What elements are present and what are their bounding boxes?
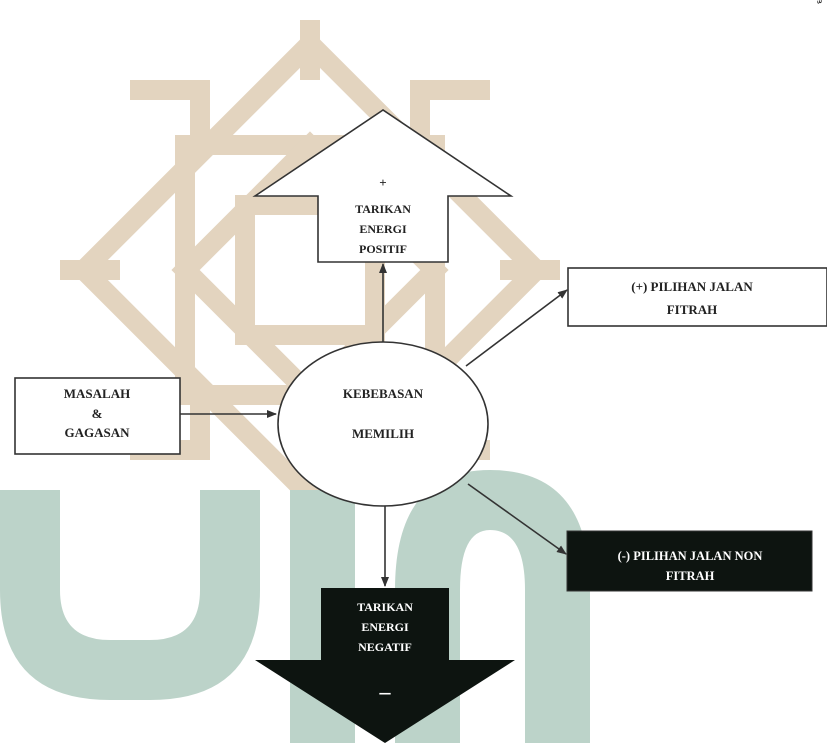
positif-sign: + [379,175,386,190]
fitrah-line2: FITRAH [667,302,718,317]
masalah-line1: MASALAH [64,386,130,401]
pilihan-non-fitrah-box: (-) PILIHAN JALAN NON FITRAH [566,530,813,592]
energi-negatif-arrow: TARIKAN ENERGI NEGATIF – [255,588,515,743]
negatif-line3: NEGATIF [358,640,412,654]
arrow-kebebasan-to-fitrah [465,289,568,367]
masalah-line3: GAGASAN [64,425,130,440]
masalah-gagasan-box: MASALAH & GAGASAN [14,377,181,455]
kebebasan-line2: MEMILIH [352,426,414,441]
kebebasan-memilih-ellipse: KEBEBASAN MEMILIH [277,341,489,507]
uin-letters [0,470,590,743]
arrow-kebebasan-to-non-fitrah [467,483,567,555]
positif-line3: POSITIF [359,242,407,256]
positif-line2: ENERGI [359,222,407,236]
negatif-line1: TARIKAN [357,600,413,614]
positif-line1: TARIKAN [355,202,411,216]
masalah-line2: & [92,406,103,421]
corner-mark: ّ [817,0,822,4]
negatif-sign: – [379,679,392,704]
connectors [180,263,568,587]
non-fitrah-line1: (-) PILIHAN JALAN NON [618,549,763,563]
negatif-line2: ENERGI [361,620,409,634]
pilihan-fitrah-box: (+) PILIHAN JALAN FITRAH [567,267,827,327]
energi-positif-arrow: + TARIKAN ENERGI POSITIF [252,109,514,263]
fitrah-line1: (+) PILIHAN JALAN [631,279,753,294]
non-fitrah-line2: FITRAH [666,569,715,583]
kebebasan-line1: KEBEBASAN [343,386,424,401]
